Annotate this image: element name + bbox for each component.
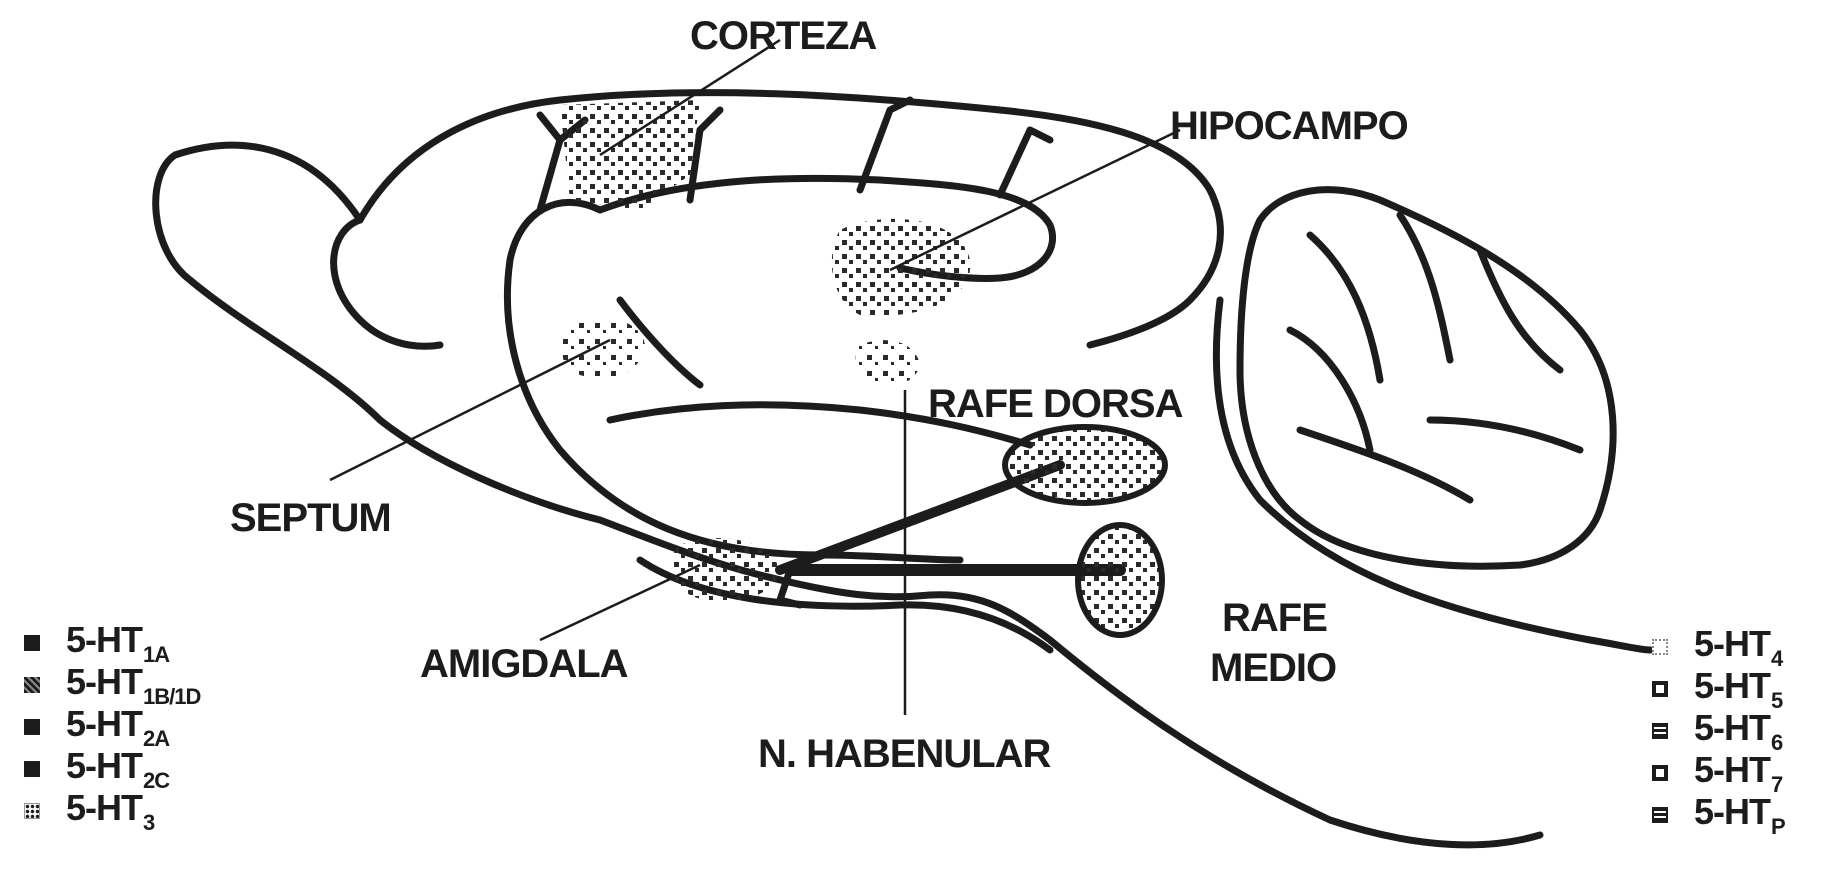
legend-item: 5-HT5 <box>1652 668 1785 710</box>
legend-item: 5-HT2A <box>24 706 200 748</box>
callosum-outline <box>600 178 1053 278</box>
legend-item: 5-HT3 <box>24 790 200 832</box>
legend-item: 5-HTP <box>1652 794 1785 836</box>
legend-subscript: P <box>1771 814 1785 839</box>
label-rafe-medio-line2: MEDIO <box>1210 648 1336 688</box>
legend-swatch <box>1652 723 1668 739</box>
corteza-stipple <box>560 100 700 210</box>
legend-item: 5-HT2C <box>24 748 200 790</box>
legend-item: 5-HT4 <box>1652 626 1785 668</box>
cerebellum-outline <box>1240 190 1613 567</box>
rafe-medio-nucleus <box>1078 525 1162 635</box>
legend-item: 5-HT7 <box>1652 752 1785 794</box>
legend-item: 5-HT1A <box>24 622 200 664</box>
legend-swatch <box>24 719 40 735</box>
label-rafe-medio-line1: RAFE <box>1222 598 1327 638</box>
legend-swatch <box>1652 681 1668 697</box>
label-septum: SEPTUM <box>230 498 391 538</box>
label-amigdala: AMIGDALA <box>420 644 628 684</box>
amigdala-leader <box>540 565 700 640</box>
label-corteza: CORTEZA <box>690 16 876 56</box>
septum-stipple <box>560 318 645 378</box>
label-n-habenular: N. HABENULAR <box>758 734 1050 774</box>
label-hipocampo: HIPOCAMPO <box>1170 106 1408 146</box>
dorsal-cortex-outline <box>360 93 1220 345</box>
legend-swatch <box>24 677 40 693</box>
legend-swatch <box>24 761 40 777</box>
legend-swatch <box>24 635 40 651</box>
legend-swatch <box>1652 765 1668 781</box>
legend-label: 5-HTP <box>1694 791 1785 840</box>
frontal-fold-outline <box>334 220 440 346</box>
legend-label: 5-HT3 <box>66 787 154 836</box>
hippocampus-lower-stipple <box>856 340 920 385</box>
legend-swatch <box>1652 807 1668 823</box>
legend-swatch <box>1652 639 1668 655</box>
legend-swatch <box>24 803 40 819</box>
rafe-dorsal-nucleus <box>1005 427 1165 503</box>
legend-subscript: 3 <box>143 810 154 835</box>
legend-item: 5-HT1B/1D <box>24 664 200 706</box>
hipocampo-leader <box>890 130 1180 270</box>
hipocampo-stipple <box>832 219 971 316</box>
cerebellum-folia <box>1290 215 1580 500</box>
legend-item: 5-HT6 <box>1652 710 1785 752</box>
label-rafe-dorsal: RAFE DORSA <box>928 384 1182 424</box>
